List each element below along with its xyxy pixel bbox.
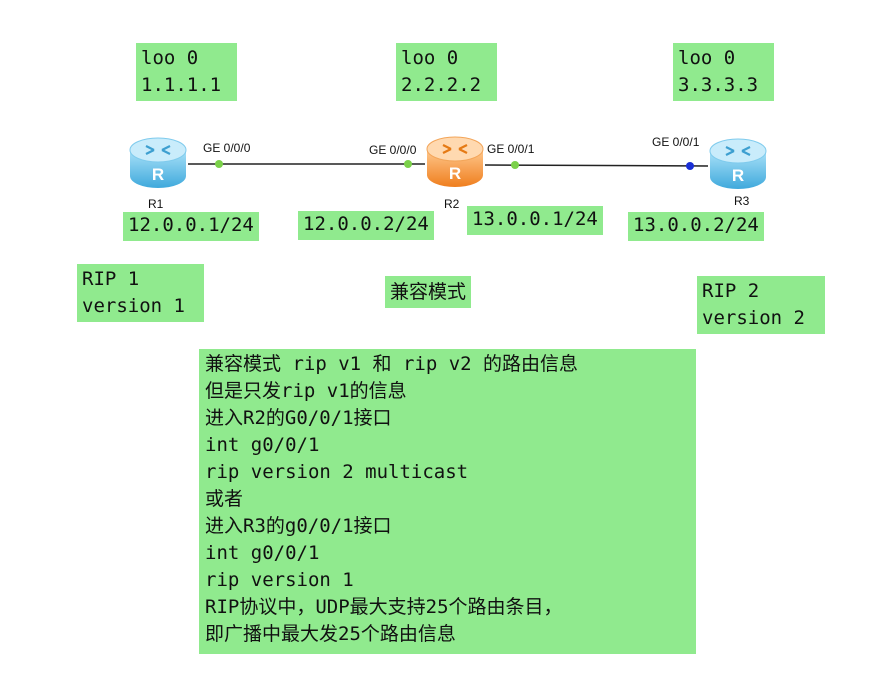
rip-right-line1: RIP 2 <box>702 280 760 302</box>
r3-name: R3 <box>734 194 750 208</box>
r3-loopback-ip: 3.3.3.3 <box>678 74 759 96</box>
r1-router-icon[interactable]: R <box>126 134 190 192</box>
note-line: rip version 2 multicast <box>205 461 469 483</box>
svg-text:R: R <box>152 165 164 184</box>
rip-right-line2: version 2 <box>702 307 805 329</box>
r1-loopback-if: loo 0 <box>141 47 199 69</box>
note-line: 但是只发rip v1的信息 <box>205 380 407 402</box>
r3-loopback-if: loo 0 <box>678 47 736 69</box>
r1-port-label: GE 0/0/0 <box>203 141 251 155</box>
note-line: RIP协议中，UDP最大支持25个路由条目， <box>205 596 563 618</box>
r2-left-port-dot <box>404 160 412 168</box>
note-line: 或者 <box>205 488 244 510</box>
r2-right-port-dot <box>511 161 519 169</box>
note-line: 即广播中最大发25个路由信息 <box>205 623 456 645</box>
r1-ip-label: 12.0.0.1/24 <box>123 212 259 241</box>
r2-loopback-label: loo 0 2.2.2.2 <box>396 43 497 101</box>
rip-left-label: RIP 1 version 1 <box>77 264 204 322</box>
r2-name: R2 <box>444 197 460 211</box>
svg-text:R: R <box>732 166 744 185</box>
compat-mode-label: 兼容模式 <box>385 276 472 308</box>
rip-right-label: RIP 2 version 2 <box>697 276 825 334</box>
r2-router-icon[interactable]: R <box>423 133 487 191</box>
r2-right-port-label: GE 0/0/1 <box>487 142 535 156</box>
note-line: 兼容模式 rip v1 和 rip v2 的路由信息 <box>205 353 579 375</box>
note-line: rip version 1 <box>205 569 354 591</box>
r1-name: R1 <box>148 197 164 211</box>
note-line: int g0/0/1 <box>205 542 320 564</box>
r3-router-icon[interactable]: R <box>706 135 770 193</box>
r1-port-dot <box>215 160 223 168</box>
note-line: 进入R3的g0/0/1接口 <box>205 515 392 537</box>
svg-text:R: R <box>449 164 461 183</box>
r1-loopback-ip: 1.1.1.1 <box>141 74 222 96</box>
r2-right-ip-label: 13.0.0.1/24 <box>467 206 603 235</box>
note-line: 进入R2的G0/0/1接口 <box>205 407 392 429</box>
r3-ip-label: 13.0.0.2/24 <box>628 212 764 241</box>
rip-left-line1: RIP 1 <box>82 268 140 290</box>
r3-port-label: GE 0/0/1 <box>652 135 700 149</box>
rip-left-line2: version 1 <box>82 295 185 317</box>
r2-loopback-ip: 2.2.2.2 <box>401 74 482 96</box>
r2-left-ip-label: 12.0.0.2/24 <box>298 211 434 240</box>
r3-port-dot <box>686 162 694 170</box>
r1-loopback-label: loo 0 1.1.1.1 <box>136 43 237 101</box>
r2-left-port-label: GE 0/0/0 <box>369 143 417 157</box>
r2-loopback-if: loo 0 <box>401 47 459 69</box>
link-r2-r3 <box>484 164 709 167</box>
note-line: int g0/0/1 <box>205 434 320 456</box>
config-notes: 兼容模式 rip v1 和 rip v2 的路由信息 但是只发rip v1的信息… <box>199 349 696 654</box>
r3-loopback-label: loo 0 3.3.3.3 <box>673 43 774 101</box>
